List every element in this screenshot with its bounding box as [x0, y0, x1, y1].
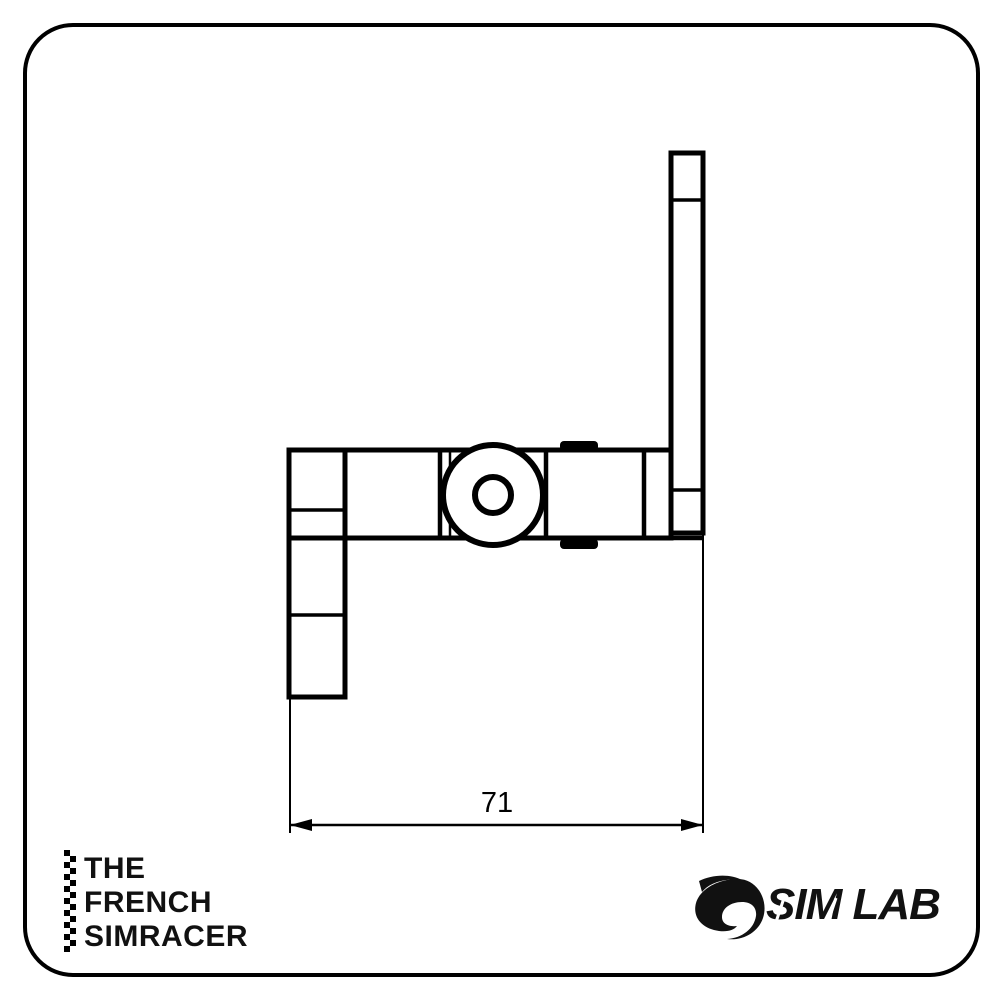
french-simracer-line1: THE — [84, 852, 146, 885]
french-simracer-logo: THE FRENCH SIMRACER — [64, 850, 248, 953]
rotation-hub-inner-circle — [472, 474, 514, 516]
right-vertical-bar — [668, 150, 706, 536]
sim-lab-speed-lines — [774, 897, 838, 923]
sim-lab-logo: SIM LAB — [695, 875, 941, 940]
french-simracer-line3: SIMRACER — [84, 920, 248, 953]
s-swoosh-icon — [695, 879, 765, 940]
top-clamp-tab — [560, 441, 598, 451]
dimension-arrow-left — [290, 819, 312, 831]
checker-flag-icon — [64, 850, 76, 952]
sim-lab-wordmark: SIM LAB — [766, 880, 940, 929]
french-simracer-line2: FRENCH — [84, 886, 212, 919]
s-swoosh-icon-tail — [699, 875, 742, 892]
dimension-value-label: 71 — [481, 787, 513, 819]
dimension-arrow-right — [681, 819, 703, 831]
bottom-clamp-tab — [560, 539, 598, 549]
